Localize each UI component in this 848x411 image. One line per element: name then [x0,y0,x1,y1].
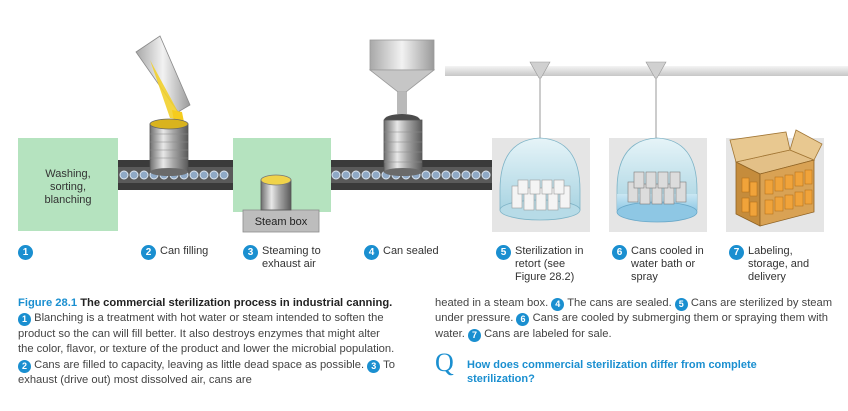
inline-step-number: 6 [516,313,530,327]
caption-part-5: Cans are sterilized by steam under press… [435,297,833,325]
inline-step-number: 4 [551,298,565,311]
caption-part-2: Cans are filled to capacity, leaving as … [34,358,365,371]
steam-box-label: Steam box [254,216,308,228]
step-number: 1 [18,245,33,260]
step-number: 4 [364,245,379,260]
caption-part-1: Blanching is a treatment with hot water … [18,312,395,356]
wash-box [18,138,118,231]
caption-part-3a: To exhaust (drive out) most dissolved ai… [18,358,395,387]
step-number: 3 [243,245,258,260]
filled-can [149,118,189,176]
filling-funnel [135,35,191,132]
figure-caption-continued: heated in a steam box. 4 The cans are se… [435,296,835,342]
figure-caption: Figure 28.1 The commercial sterilization… [18,296,398,388]
figure-title: The commercial sterilization process in … [80,297,393,309]
inline-step-number: 5 [674,298,688,311]
process-illustration [18,35,848,233]
can-sealer [368,39,436,176]
caption-part-3b: heated in a steam box. [435,297,549,309]
figure-number: Figure 28.1 [18,297,78,309]
inline-step-number: 2 [18,359,31,373]
caption-part-7: Cans are labeled for sale. [484,327,612,340]
steam-box [233,138,331,233]
step-number: 2 [141,245,156,260]
cooling-dome [609,137,707,232]
caption-part-4: The cans are sealed. [567,297,672,309]
steam-pipe [445,61,848,140]
question-text: How does commercial sterilization differ… [467,359,757,385]
step-1-label: 1 [18,245,37,260]
wash-box-label: Washing, sorting, blanching [44,168,92,206]
shipping-box [726,129,824,232]
inline-step-number: 1 [18,313,31,327]
question-mark-icon: Q [435,348,454,377]
retort-dome [492,137,590,232]
step-number: 7 [729,245,744,260]
step-number: 6 [612,245,627,260]
step-number: 5 [496,245,511,260]
inline-step-number: 3 [367,359,381,373]
inline-step-number: 7 [467,328,481,342]
caption-part-6: Cans are cooled by submerging them or sp… [435,312,828,340]
canning-process-diagram: Washing, sorting, blanching Steam box [18,35,848,233]
